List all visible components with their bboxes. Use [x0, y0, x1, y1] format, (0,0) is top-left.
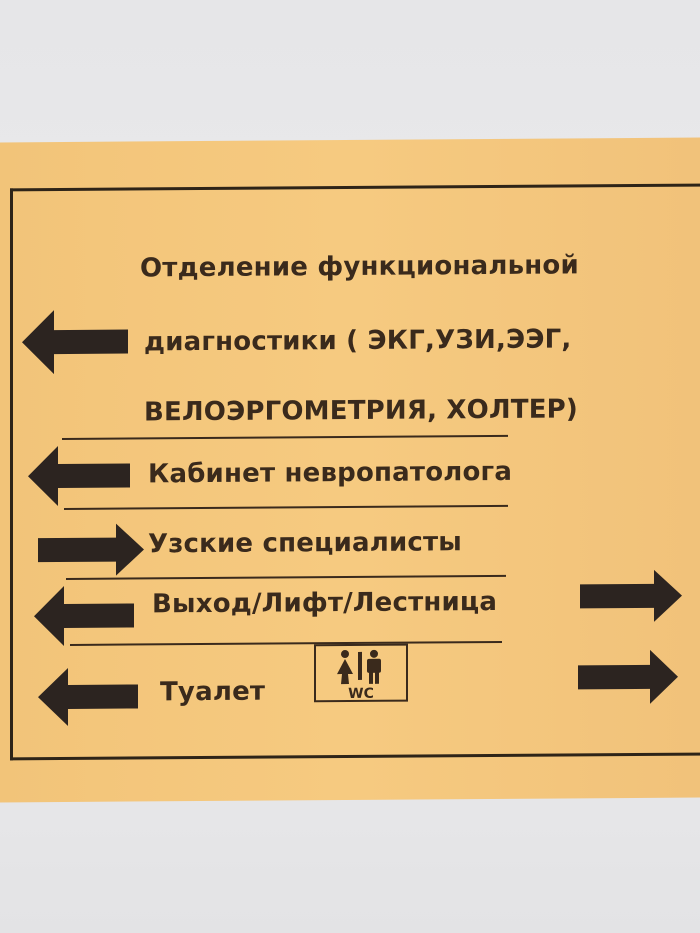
specialists-label: Узские специалисты — [148, 527, 463, 560]
heading-line-1: Отделение функциональной — [140, 250, 579, 284]
arrow-left-icon — [34, 585, 134, 646]
neurologist-label: Кабинет невропатолога — [148, 456, 513, 490]
wc-icon: WC — [314, 643, 408, 703]
sign-paper: Отделение функциональной диагностики ( Э… — [0, 137, 700, 803]
svg-text:WC: WC — [348, 686, 374, 700]
arrow-right-icon — [580, 569, 682, 622]
heading-line-2: диагностики ( ЭКГ,УЗИ,ЭЭГ, — [144, 324, 572, 358]
arrow-right-icon — [38, 523, 144, 576]
arrow-left-icon — [22, 310, 128, 375]
toilet-label: Туалет — [160, 676, 266, 708]
exit-label: Выход/Лифт/Лестница — [152, 586, 498, 620]
arrow-left-icon — [38, 667, 138, 726]
heading-line-3: ВЕЛОЭРГОМЕТРИЯ, ХОЛТЕР) — [144, 394, 578, 428]
arrow-left-icon — [28, 446, 130, 507]
arrow-right-icon — [578, 649, 678, 704]
